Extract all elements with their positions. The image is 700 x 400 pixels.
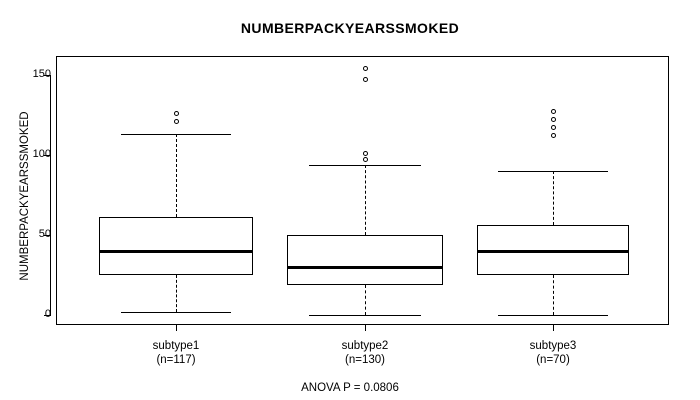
outlier-point (173, 110, 179, 116)
outlier-point (550, 133, 556, 139)
upper-whisker-cap (308, 164, 422, 166)
x-tick-mark (176, 325, 177, 331)
x-axis-label-subtype3: subtype3 (n=70) (483, 339, 623, 367)
lower-whisker-line (553, 275, 554, 315)
box-iqr (99, 217, 253, 275)
y-tick-label: 150 (32, 68, 51, 80)
group-name: subtype1 (152, 340, 200, 352)
median-line (287, 266, 443, 269)
upper-whisker-cap (120, 134, 232, 136)
median-line (477, 250, 629, 253)
outlier-point (362, 157, 368, 163)
upper-whisker-line (553, 171, 554, 226)
lower-whisker-cap (308, 315, 422, 316)
outlier-point (362, 77, 368, 83)
upper-whisker-line (176, 134, 177, 218)
median-line (99, 250, 253, 253)
lower-whisker-cap (498, 315, 608, 316)
y-axis-line (50, 75, 51, 316)
outlier-point (550, 109, 556, 115)
y-tick-mark (44, 75, 51, 76)
upper-whisker-cap (498, 171, 608, 172)
group-count: (n=117) (156, 354, 196, 366)
x-tick-mark (365, 325, 366, 331)
x-axis-label-subtype2: subtype2 (n=130) (295, 339, 435, 367)
y-tick-mark (44, 155, 51, 156)
upper-whisker-line (365, 164, 366, 235)
lower-whisker-line (365, 284, 366, 315)
y-tick-label: 100 (32, 148, 51, 160)
outlier-point (550, 117, 556, 123)
plot-frame (56, 56, 669, 325)
group-count: (n=70) (536, 354, 570, 366)
lower-whisker-line (176, 275, 177, 312)
y-tick-label: 50 (38, 228, 51, 240)
y-tick-150: 150 (0, 68, 51, 80)
outlier-point (362, 66, 368, 72)
y-tick-mark (44, 315, 51, 316)
outlier-point (173, 118, 179, 124)
group-name: subtype2 (341, 340, 389, 352)
y-tick-label: 0 (44, 308, 51, 320)
y-tick-0: 0 (0, 308, 51, 320)
box-iqr (287, 235, 443, 285)
x-axis-label-subtype1: subtype1 (n=117) (106, 339, 246, 367)
group-name: subtype3 (529, 340, 577, 352)
group-count: (n=130) (345, 354, 385, 366)
y-tick-mark (44, 235, 51, 236)
anova-annotation: ANOVA P = 0.0806 (301, 382, 399, 394)
outlier-point (362, 150, 368, 156)
lower-whisker-cap (120, 311, 232, 313)
y-tick-50: 50 (0, 228, 51, 240)
page-title: NUMBERPACKYEARSSMOKED (240, 20, 460, 36)
x-tick-mark (553, 325, 554, 331)
y-tick-100: 100 (0, 148, 51, 160)
outlier-point (550, 125, 556, 131)
